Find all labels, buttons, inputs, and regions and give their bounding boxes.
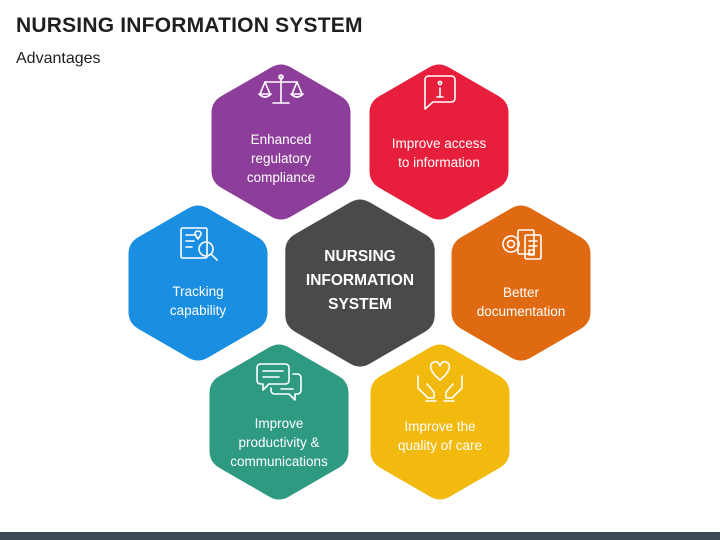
hexagon-label-line: Enhanced bbox=[250, 132, 312, 147]
heart-hands-icon bbox=[417, 360, 463, 402]
hexagon-2 bbox=[366, 61, 512, 223]
hexagon-label-line: Improve bbox=[254, 416, 304, 431]
hexagon-label-line: Tracking bbox=[172, 284, 224, 299]
hexagon-label-2: Improve access to information bbox=[379, 134, 499, 172]
hexagon-4 bbox=[367, 341, 513, 503]
page-title: NURSING INFORMATION SYSTEM bbox=[16, 14, 363, 37]
center-label-line: NURSING bbox=[324, 248, 396, 265]
scale-icon bbox=[258, 74, 304, 104]
hexagon-1 bbox=[208, 61, 354, 223]
info-icon bbox=[424, 75, 456, 110]
hexagon-3 bbox=[448, 202, 594, 364]
hexagon-6 bbox=[125, 202, 271, 364]
hexagon-label-line: Improve access bbox=[391, 136, 487, 151]
documents-gear-icon bbox=[502, 229, 542, 260]
hexagon-label-line: Improve the bbox=[404, 419, 476, 434]
hexagon-label-5: Improve productivity & communications bbox=[219, 414, 339, 471]
hexagon-label-6: Tracking capability bbox=[138, 282, 258, 320]
hexagon-label-line: communications bbox=[230, 454, 328, 469]
map-search-icon bbox=[180, 227, 218, 261]
hexagon-label-line: compliance bbox=[246, 170, 316, 185]
hexagon-label-line: to information bbox=[398, 155, 480, 170]
center-label-line: SYSTEM bbox=[328, 296, 392, 313]
hexagon-label-line: productivity & bbox=[238, 435, 320, 450]
center-label-line: INFORMATION bbox=[305, 272, 415, 289]
center-label: NURSING INFORMATION SYSTEM bbox=[285, 245, 435, 317]
hexagon-label-line: capability bbox=[169, 303, 227, 318]
hexagon-label-line: regulatory bbox=[250, 151, 312, 166]
hexagon-5 bbox=[206, 341, 352, 503]
hexagon-label-3: Better documentation bbox=[461, 283, 581, 321]
hexagon-label-line: quality of care bbox=[397, 438, 483, 453]
footer-bar bbox=[0, 532, 720, 540]
hexagon-label-line: Better bbox=[502, 285, 540, 300]
hexagon-label-1: Enhanced regulatory compliance bbox=[221, 130, 341, 187]
hexagon-label-line: documentation bbox=[476, 304, 566, 319]
page-subtitle: Advantages bbox=[16, 50, 101, 67]
hexagon-label-4: Improve the quality of care bbox=[380, 417, 500, 455]
chat-bubbles-icon bbox=[256, 363, 302, 401]
center-hexagon bbox=[282, 196, 438, 370]
